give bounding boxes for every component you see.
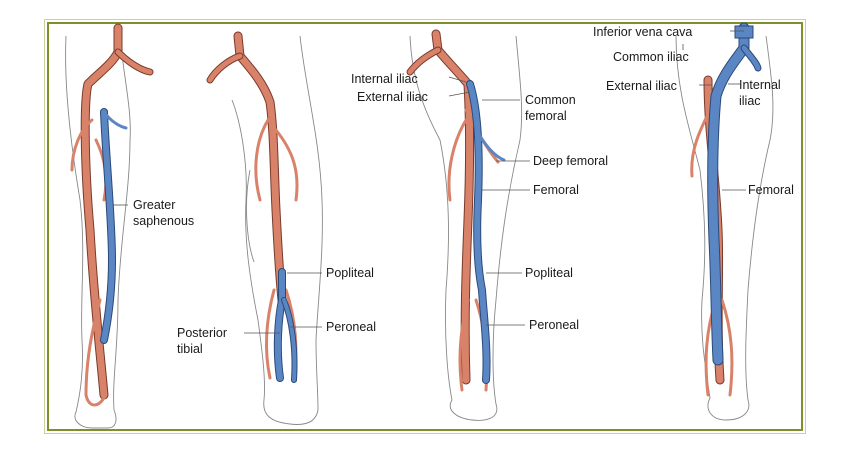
figure-frame <box>47 22 803 431</box>
label-internal-iliac-leg3: Internal iliac <box>351 72 418 86</box>
label-common-femoral-2: femoral <box>525 109 567 123</box>
label-posterior-tibial-1: Posterior <box>177 326 227 340</box>
label-inferior-vena-cava: Inferior vena cava <box>593 25 692 39</box>
label-internal-iliac-leg4-2: iliac <box>739 94 761 108</box>
label-popliteal-leg2: Popliteal <box>326 266 374 280</box>
leg-1-outline <box>65 35 131 429</box>
label-greater-saphenous-1: Greater <box>133 198 175 212</box>
leg-3-outline <box>409 35 523 421</box>
leg-3 <box>406 29 530 421</box>
leg-2 <box>206 31 323 425</box>
label-femoral-leg4: Femoral <box>748 183 794 197</box>
label-external-iliac-leg4: External iliac <box>606 79 677 93</box>
label-common-femoral-1: Common <box>525 93 576 107</box>
label-internal-iliac-leg4-1: Internal <box>739 78 781 92</box>
leg-1 <box>65 23 154 429</box>
label-peroneal-leg2: Peroneal <box>326 320 376 334</box>
label-peroneal-leg3: Peroneal <box>529 318 579 332</box>
leg-2-outline <box>231 35 323 425</box>
label-common-iliac: Common iliac <box>613 50 689 64</box>
label-popliteal-leg3: Popliteal <box>525 266 573 280</box>
label-deep-femoral: Deep femoral <box>533 154 608 168</box>
leg-4 <box>675 22 774 421</box>
leg-4-outline <box>675 35 774 421</box>
label-external-iliac-leg3: External iliac <box>357 90 428 104</box>
frame-outer <box>44 19 806 434</box>
label-greater-saphenous-2: saphenous <box>133 214 194 228</box>
label-femoral-leg3: Femoral <box>533 183 579 197</box>
label-posterior-tibial-2: tibial <box>177 342 203 356</box>
